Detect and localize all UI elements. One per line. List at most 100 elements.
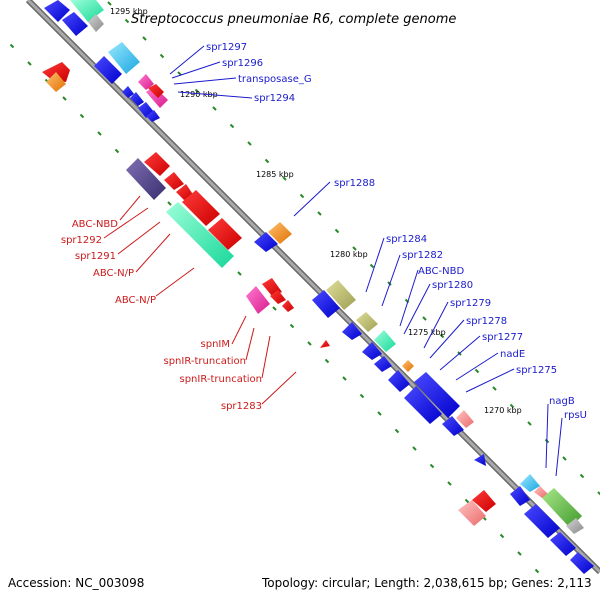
gene-arrow[interactable]: [510, 486, 530, 506]
gene-label[interactable]: ABC-N/P: [115, 295, 156, 306]
gene-block[interactable]: [326, 280, 356, 310]
gene-block[interactable]: [456, 410, 474, 428]
tick-mark: [377, 411, 382, 416]
gene-label[interactable]: ABC-NBD: [418, 266, 464, 277]
tick-mark: [464, 498, 470, 504]
tick-mark: [142, 36, 147, 41]
gene-arrow[interactable]: [414, 372, 460, 418]
gene-arrow[interactable]: [282, 300, 294, 312]
gene-label[interactable]: ABC-NBD: [72, 219, 118, 230]
gene-labels-reverse: ABC-NBD spr1292 spr1291 ABC-N/P ABC-N/P …: [61, 219, 262, 412]
tick-mark: [124, 18, 130, 24]
gene-arrow[interactable]: [164, 172, 184, 190]
gene-block[interactable]: [70, 0, 104, 22]
tick-mark: [159, 53, 165, 59]
gene-label[interactable]: spr1288: [334, 178, 375, 189]
tick-mark: [534, 568, 540, 574]
gene-block[interactable]: [62, 12, 88, 36]
tick-mark: [492, 386, 497, 391]
gene-label[interactable]: ABC-N/P: [93, 268, 134, 279]
tick-mark: [264, 158, 270, 164]
gene-arrow[interactable]: [182, 190, 220, 226]
gene-label[interactable]: rpsU: [564, 410, 587, 421]
tick-mark: [422, 316, 427, 321]
gene-arrow[interactable]: [144, 152, 170, 176]
gene-block[interactable]: [88, 14, 104, 32]
gene-label[interactable]: spr1294: [254, 93, 295, 104]
gene-arrow[interactable]: [320, 340, 330, 348]
gene-label[interactable]: spnIR-truncation: [180, 374, 263, 385]
gene-block[interactable]: [108, 42, 140, 74]
gene-arrow[interactable]: [148, 84, 164, 98]
tick-mark: [394, 428, 400, 434]
gene-arrow[interactable]: [404, 386, 442, 424]
gene-label[interactable]: spr1292: [61, 235, 102, 246]
gene-arrow[interactable]: [122, 86, 134, 98]
gene-block[interactable]: [94, 56, 122, 84]
tick-mark: [62, 96, 67, 101]
tick-mark: [509, 403, 515, 409]
gene-label[interactable]: spr1284: [386, 234, 427, 245]
gene-label[interactable]: nagB: [549, 396, 575, 407]
gene-block[interactable]: [44, 0, 70, 22]
gene-block[interactable]: [126, 158, 166, 200]
gene-arrow[interactable]: [270, 290, 286, 304]
tick-mark: [79, 113, 85, 119]
gene-label[interactable]: spr1275: [516, 365, 557, 376]
tick-mark: [352, 246, 357, 251]
tick-mark: [317, 211, 322, 216]
tick-mark: [299, 193, 305, 199]
tick-mark: [307, 341, 312, 346]
gene-block[interactable]: [374, 330, 396, 352]
gene-label[interactable]: spr1279: [450, 298, 491, 309]
gene-label[interactable]: spr1278: [466, 316, 507, 327]
gene-block[interactable]: [566, 518, 584, 534]
gene-label[interactable]: spr1280: [432, 280, 473, 291]
tick-mark: [107, 1, 112, 6]
gene-label[interactable]: spr1277: [482, 332, 523, 343]
gene-block[interactable]: [356, 312, 378, 332]
tick-mark: [562, 456, 567, 461]
tick-mark: [447, 481, 452, 486]
gene-arrow[interactable]: [254, 232, 278, 252]
gene-label[interactable]: nadE: [500, 349, 525, 360]
gene-arrow[interactable]: [374, 356, 392, 372]
gene-label[interactable]: spr1291: [75, 251, 116, 262]
gene-arrow[interactable]: [474, 454, 486, 466]
gene-block[interactable]: [534, 486, 548, 498]
gene-block[interactable]: [138, 74, 154, 90]
tick-mark: [474, 368, 480, 374]
gene-block[interactable]: [268, 222, 292, 244]
gene-arrow[interactable]: [550, 532, 576, 556]
gene-label[interactable]: spr1282: [402, 250, 443, 261]
gene-block[interactable]: [458, 500, 486, 526]
tick-mark: [429, 463, 435, 469]
gene-arrow[interactable]: [312, 290, 340, 318]
gene-arrow[interactable]: [208, 218, 242, 250]
gene-arrow[interactable]: [130, 92, 144, 106]
gene-block[interactable]: [542, 488, 582, 528]
gene-label[interactable]: spnIR-truncation: [164, 356, 247, 367]
gene-label[interactable]: spr1296: [222, 58, 263, 69]
gene-arrow[interactable]: [570, 552, 594, 574]
gene-arrow[interactable]: [362, 342, 382, 360]
gene-arrow[interactable]: [342, 322, 362, 340]
gene-arrow[interactable]: [442, 416, 464, 436]
gene-label[interactable]: transposase_G: [238, 74, 312, 85]
gene-block[interactable]: [246, 286, 270, 314]
gene-label[interactable]: spr1297: [206, 42, 247, 53]
gene-block[interactable]: [166, 202, 234, 268]
tick-mark: [194, 88, 200, 94]
gene-block[interactable]: [520, 474, 540, 492]
tick-mark: [412, 446, 417, 451]
gene-arrow[interactable]: [472, 490, 496, 512]
tick-mark: [272, 306, 277, 311]
gene-label[interactable]: spnIM: [201, 339, 230, 350]
gene-arrow[interactable]: [524, 504, 560, 538]
gene-arrow[interactable]: [388, 370, 410, 392]
tick-mark: [212, 106, 217, 111]
gene-block[interactable]: [46, 72, 66, 92]
gene-arrow[interactable]: [146, 110, 160, 122]
gene-label[interactable]: spr1283: [221, 401, 262, 412]
gene-block[interactable]: [402, 360, 414, 372]
